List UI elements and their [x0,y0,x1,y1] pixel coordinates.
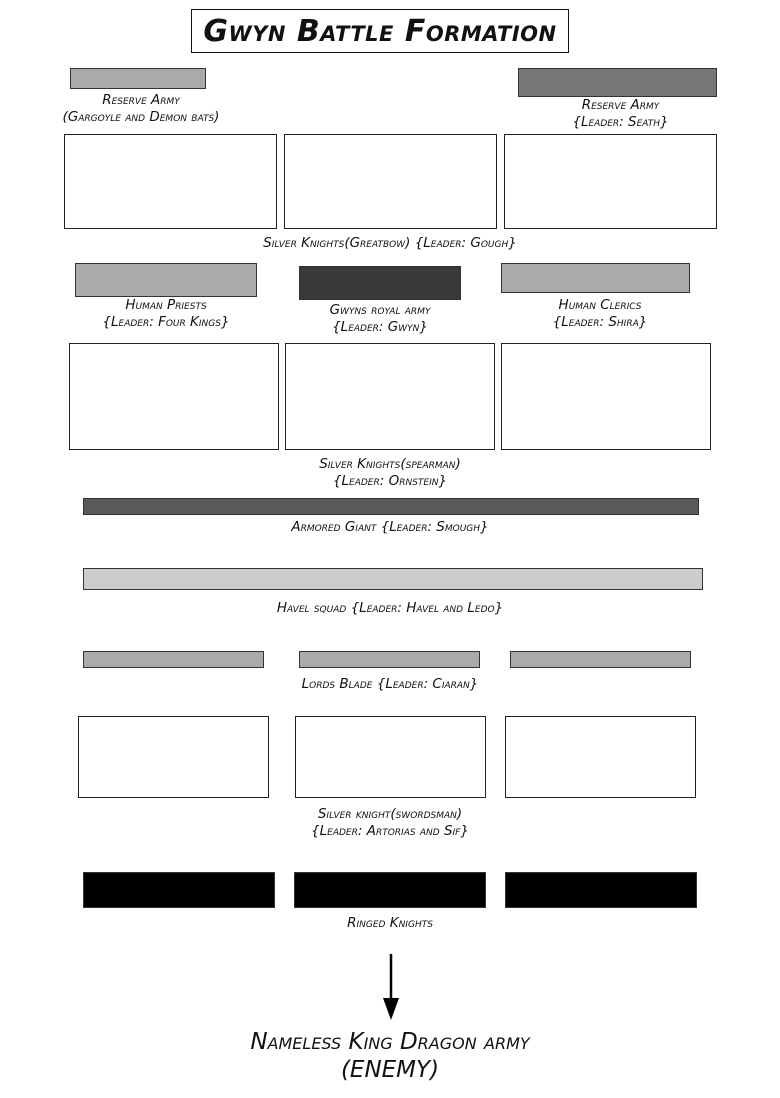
title-box: Gwyn Battle Formation [191,9,569,53]
down-arrow-icon [383,954,399,1020]
armored-giant-bar [83,498,699,515]
human-clerics-label: Human Clerics {Leader: Shira} [552,297,648,330]
greatbow-box-2 [284,134,497,229]
lords-blade-bar-3 [510,651,691,668]
spearman-box-3 [501,343,711,450]
spearman-box-2 [285,343,495,450]
human-priests-label: Human Priests {Leader: Four Kings} [102,297,230,330]
gwyn-royal-bar [299,266,461,300]
swordsman-box-2 [295,716,486,798]
greatbow-box-3 [504,134,717,229]
spearman-label: Silver Knights(spearman) {Leader: Ornste… [319,456,461,489]
human-priests-bar [75,263,257,297]
human-clerics-bar [501,263,690,293]
spearman-box-1 [69,343,279,450]
swordsman-box-1 [78,716,269,798]
swordsman-box-3 [505,716,696,798]
greatbow-label: Silver Knights(Greatbow) {Leader: Gough} [263,235,517,251]
reserve-left-label: Reserve Army (Gargoyle and Demon bats) [62,92,220,125]
enemy-label: Nameless King Dragon army (ENEMY) [250,1029,530,1083]
ringed-knights-label: Ringed Knights [347,915,433,931]
gwyn-royal-label: Gwyns royal army {Leader: Gwyn} [329,302,431,335]
reserve-right-label: Reserve Army {Leader: Seath} [572,97,669,130]
diagram-title: Gwyn Battle Formation [203,13,557,49]
ringed-knights-bar-1 [83,872,275,908]
lords-blade-bar-1 [83,651,264,668]
greatbow-box-1 [64,134,277,229]
reserve-right-bar [518,68,717,97]
havel-squad-label: Havel squad {Leader: Havel and Ledo} [276,600,504,616]
armored-giant-label: Armored Giant {Leader: Smough} [291,519,489,535]
lords-blade-bar-2 [299,651,480,668]
reserve-left-bar [70,68,206,89]
ringed-knights-bar-2 [294,872,486,908]
havel-squad-bar [83,568,703,590]
swordsman-label: Silver knight(swordsman) {Leader: Artori… [311,806,469,839]
lords-blade-label: Lords Blade {Leader: Ciaran} [301,676,479,692]
ringed-knights-bar-3 [505,872,697,908]
